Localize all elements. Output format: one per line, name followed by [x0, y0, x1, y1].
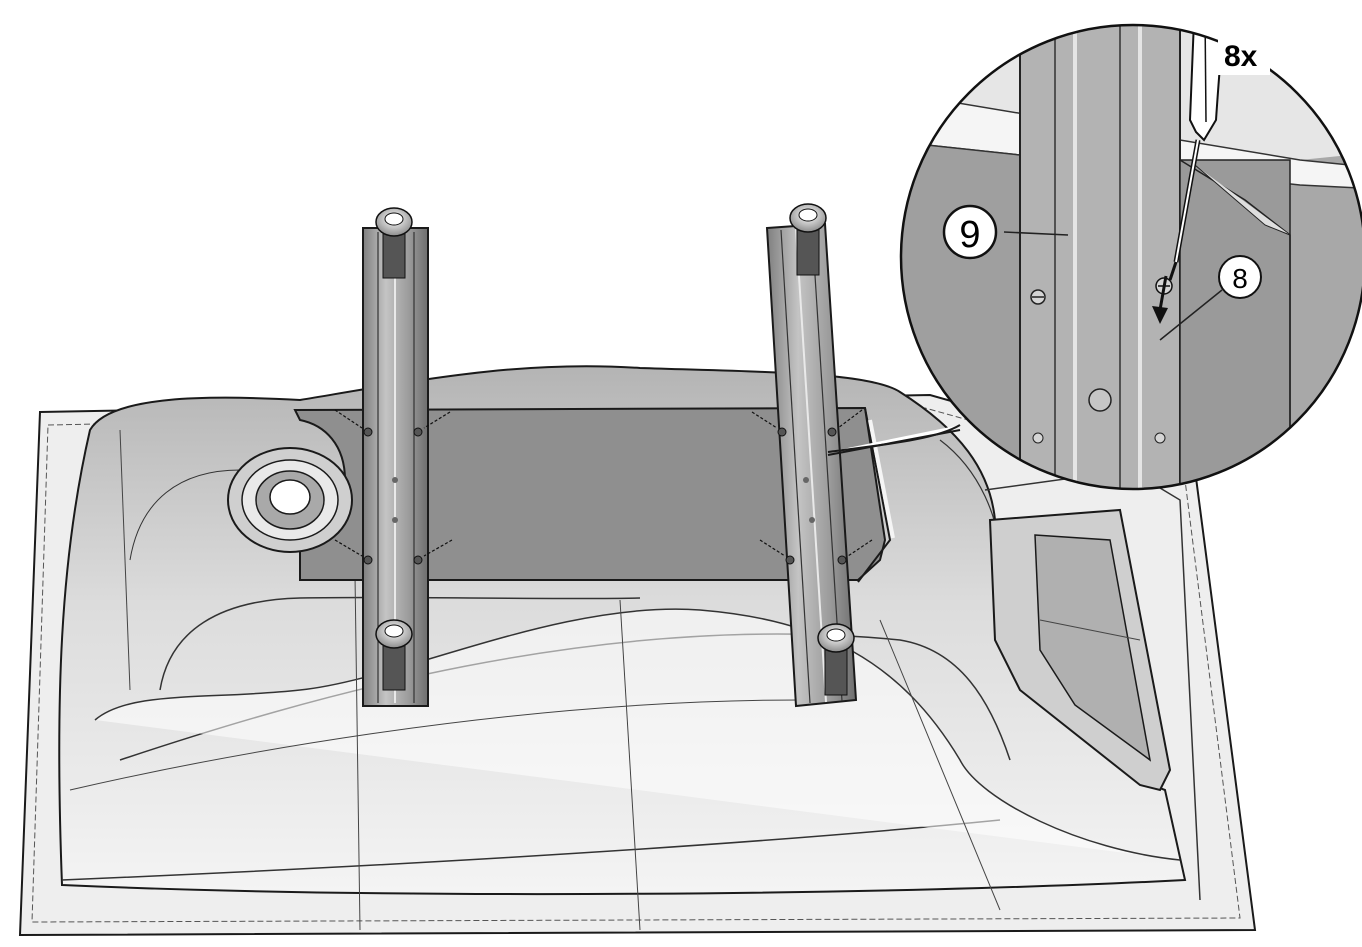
bathtub: [18, 365, 1257, 937]
adjustable-foot: [375, 207, 413, 279]
callout-8: 8: [1218, 255, 1262, 299]
detail-leader: [827, 424, 961, 456]
right-mounting-rail: [751, 203, 873, 708]
drain: [227, 447, 353, 553]
left-mounting-rail: [334, 207, 453, 707]
callout-8-number: 8: [1232, 263, 1248, 294]
callout-9: 9: [942, 204, 998, 260]
screw-hole: [363, 427, 373, 437]
quantity-label-group: 8x: [1218, 35, 1270, 75]
arrow-down-icon: [1152, 275, 1168, 324]
quantity-label: 8x: [1224, 40, 1258, 73]
screw-hole: [785, 555, 795, 565]
screw-hole: [777, 427, 787, 437]
screw-hole: [413, 427, 423, 437]
screw-hole: [413, 555, 423, 565]
adjustable-foot: [789, 203, 827, 276]
adjustable-foot: [817, 623, 855, 696]
screw-hole: [363, 555, 373, 565]
adjustable-foot: [375, 619, 413, 691]
callout-9-number: 9: [959, 214, 980, 256]
screw-hole: [827, 427, 837, 437]
side-recess: [988, 508, 1172, 792]
screw-hole: [837, 555, 847, 565]
